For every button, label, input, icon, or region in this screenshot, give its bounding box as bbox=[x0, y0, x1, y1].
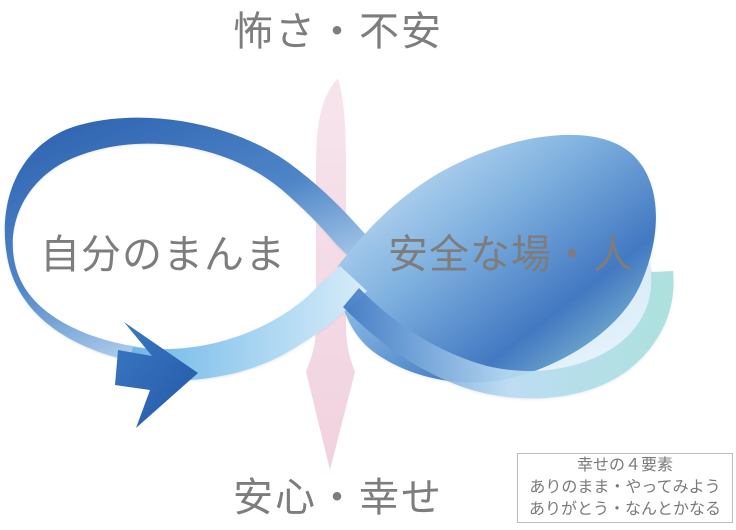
legend-title: 幸せの４要素 bbox=[576, 455, 673, 474]
legend-item: ありのまま・やってみよう bbox=[529, 477, 721, 496]
top-label: 怖さ・不安 bbox=[233, 9, 443, 55]
center-arrow bbox=[306, 78, 355, 470]
left-label: 自分のまんま bbox=[40, 232, 286, 278]
bottom-label: 安心・幸せ bbox=[233, 475, 443, 521]
infinity-loop bbox=[4, 117, 674, 399]
right-label: 安全な場・人 bbox=[388, 232, 634, 278]
flow-arrow-head bbox=[115, 322, 198, 428]
legend-box: 幸せの４要素 ありのまま・やってみよう ありがとう・なんとかなる bbox=[517, 453, 733, 523]
legend-item: ありがとう・なんとかなる bbox=[528, 499, 721, 518]
